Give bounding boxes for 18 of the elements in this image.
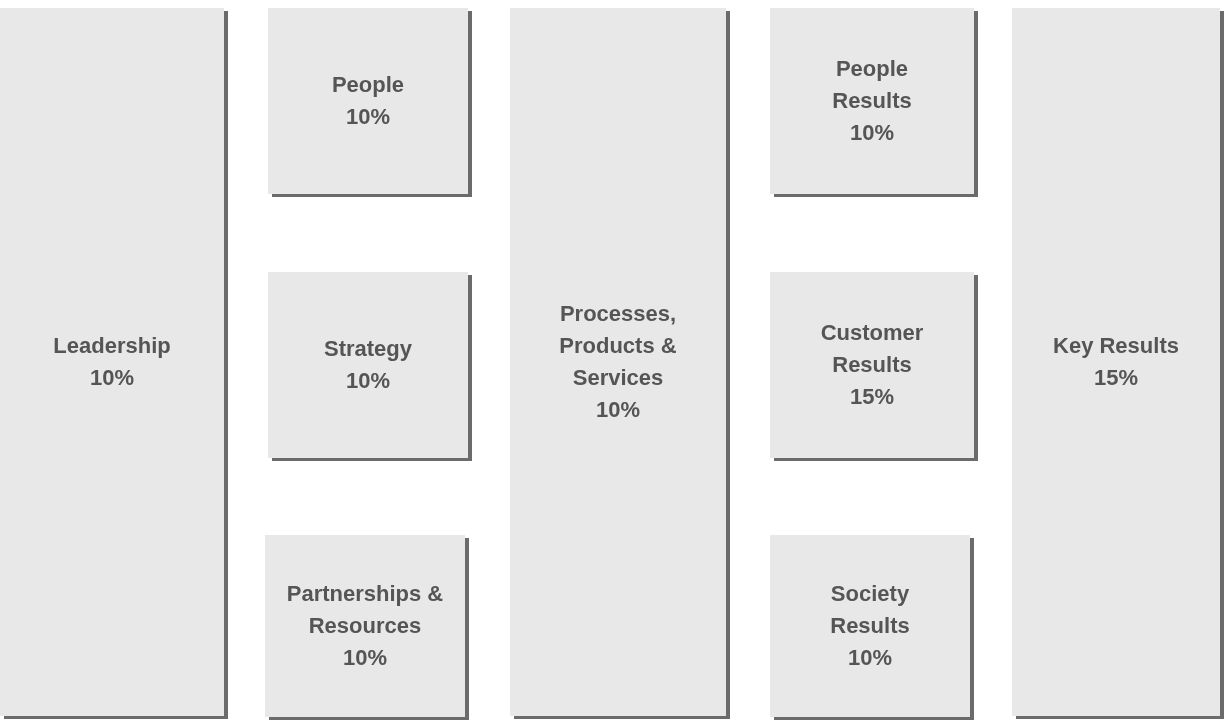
category-title: Key Results xyxy=(1053,332,1179,360)
weight-percentage: 10% xyxy=(849,119,894,147)
category-title: Processes, Products & Services xyxy=(558,300,678,392)
category-title: Leadership xyxy=(53,332,171,360)
category-title: People Results xyxy=(831,55,913,115)
weight-percentage: 10% xyxy=(345,367,390,395)
weight-percentage: 15% xyxy=(849,383,894,411)
weight-percentage: 10% xyxy=(342,644,387,672)
weight-percentage: 10% xyxy=(595,396,640,424)
weight-percentage: 15% xyxy=(1093,364,1138,392)
weight-percentage: 10% xyxy=(89,364,134,392)
category-title: Society Results xyxy=(829,580,911,640)
category-title: Customer Results xyxy=(819,319,925,379)
weight-percentage: 10% xyxy=(345,103,390,131)
category-title: Strategy xyxy=(323,335,412,363)
category-title: People xyxy=(331,71,405,99)
category-title: Partnerships & Resources xyxy=(285,580,445,640)
weight-percentage: 10% xyxy=(847,644,892,672)
